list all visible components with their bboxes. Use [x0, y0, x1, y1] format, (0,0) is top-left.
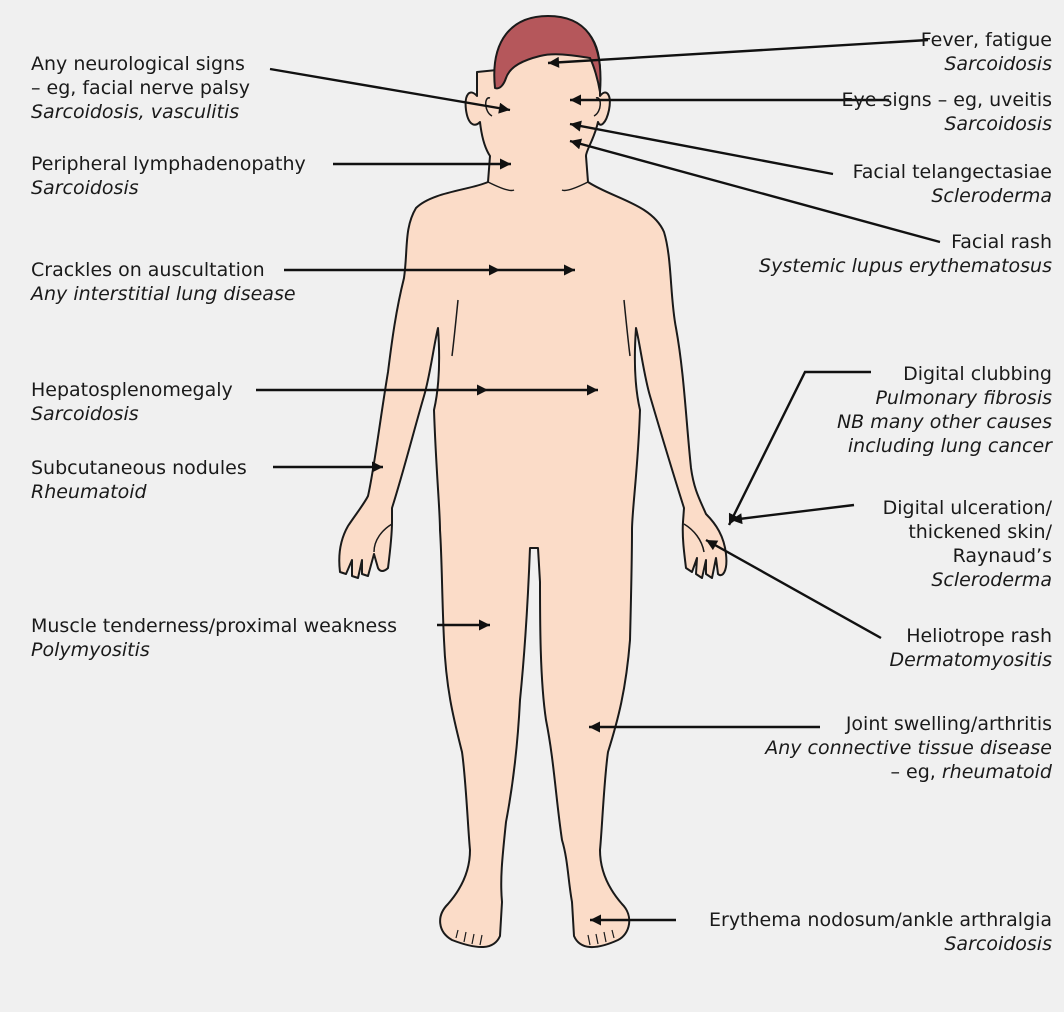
body-silhouette [339, 18, 726, 947]
label-hepatosplenomegaly: Hepatosplenomegaly Sarcoidosis [31, 378, 233, 426]
label-joint-swelling: Joint swelling/arthritis Any connective … [765, 712, 1052, 784]
label-eye-signs: Eye signs – eg, uveitis Sarcoidosis [842, 88, 1052, 136]
cause-text: Sarcoidosis, vasculitis [31, 100, 250, 124]
sign-text: Muscle tenderness/proximal weakness [31, 614, 397, 638]
sign-text: Heliotrope rash [889, 624, 1052, 648]
cause-text: Sarcoidosis [921, 52, 1052, 76]
sign-text: Digital clubbing [837, 362, 1052, 386]
sign-text: Facial rash [759, 230, 1052, 254]
arrow-fever [548, 40, 928, 63]
sign-text: Erythema nodosum/ankle arthralgia [709, 908, 1052, 932]
label-muscle-tenderness: Muscle tenderness/proximal weakness Poly… [31, 614, 397, 662]
cause-italic: rheumatoid [942, 761, 1052, 783]
cause-text: NB many other causes [837, 410, 1052, 434]
label-digital-clubbing: Digital clubbing Pulmonary fibrosis NB m… [837, 362, 1052, 458]
label-neurological-signs: Any neurological signs – eg, facial nerv… [31, 52, 250, 124]
cause-text: Dermatomyositis [889, 648, 1052, 672]
label-facial-telangectasiae: Facial telangectasiae Scleroderma [853, 160, 1052, 208]
cause-text: Any interstitial lung disease [31, 282, 296, 306]
cause-text: Scleroderma [853, 184, 1052, 208]
cause-text: Pulmonary fibrosis [837, 386, 1052, 410]
label-fever-fatigue: Fever, fatigue Sarcoidosis [921, 28, 1052, 76]
cause-text: Sarcoidosis [709, 932, 1052, 956]
sign-text: – eg, facial nerve palsy [31, 76, 250, 100]
label-digital-ulceration: Digital ulceration/ thickened skin/ Rayn… [883, 496, 1052, 592]
arrow-neurological [270, 69, 510, 110]
cause-text: Rheumatoid [31, 480, 247, 504]
label-heliotrope-rash: Heliotrope rash Dermatomyositis [889, 624, 1052, 672]
cause-text: Sarcoidosis [842, 112, 1052, 136]
sign-text: Fever, fatigue [921, 28, 1052, 52]
label-erythema-nodosum: Erythema nodosum/ankle arthralgia Sarcoi… [709, 908, 1052, 956]
sign-text: Eye signs – eg, uveitis [842, 88, 1052, 112]
sign-text: thickened skin/ [883, 520, 1052, 544]
cause-text: – eg, rheumatoid [765, 760, 1052, 784]
arrow-ulceration [731, 505, 854, 520]
label-crackles: Crackles on auscultation Any interstitia… [31, 258, 296, 306]
cause-text: Sarcoidosis [31, 176, 306, 200]
arrow-telangectasiae [570, 124, 833, 174]
sign-text: Crackles on auscultation [31, 258, 296, 282]
sign-text: Subcutaneous nodules [31, 456, 247, 480]
sign-text: Any neurological signs [31, 52, 250, 76]
arrow-heliotrope [706, 540, 881, 638]
cause-text: including lung cancer [837, 434, 1052, 458]
sign-text: Facial telangectasiae [853, 160, 1052, 184]
sign-text: Raynaud’s [883, 544, 1052, 568]
label-subcutaneous-nodules: Subcutaneous nodules Rheumatoid [31, 456, 247, 504]
sign-text: Peripheral lymphadenopathy [31, 152, 306, 176]
label-facial-rash: Facial rash Systemic lupus erythematosus [759, 230, 1052, 278]
cause-text: Scleroderma [883, 568, 1052, 592]
cause-text: Polymyositis [31, 638, 397, 662]
sign-text: Hepatosplenomegaly [31, 378, 233, 402]
sign-text: Digital ulceration/ [883, 496, 1052, 520]
cause-prefix: – eg, [890, 761, 941, 783]
sign-text: Joint swelling/arthritis [765, 712, 1052, 736]
label-lymphadenopathy: Peripheral lymphadenopathy Sarcoidosis [31, 152, 306, 200]
cause-text: Systemic lupus erythematosus [759, 254, 1052, 278]
cause-text: Any connective tissue disease [765, 736, 1052, 760]
cause-text: Sarcoidosis [31, 402, 233, 426]
